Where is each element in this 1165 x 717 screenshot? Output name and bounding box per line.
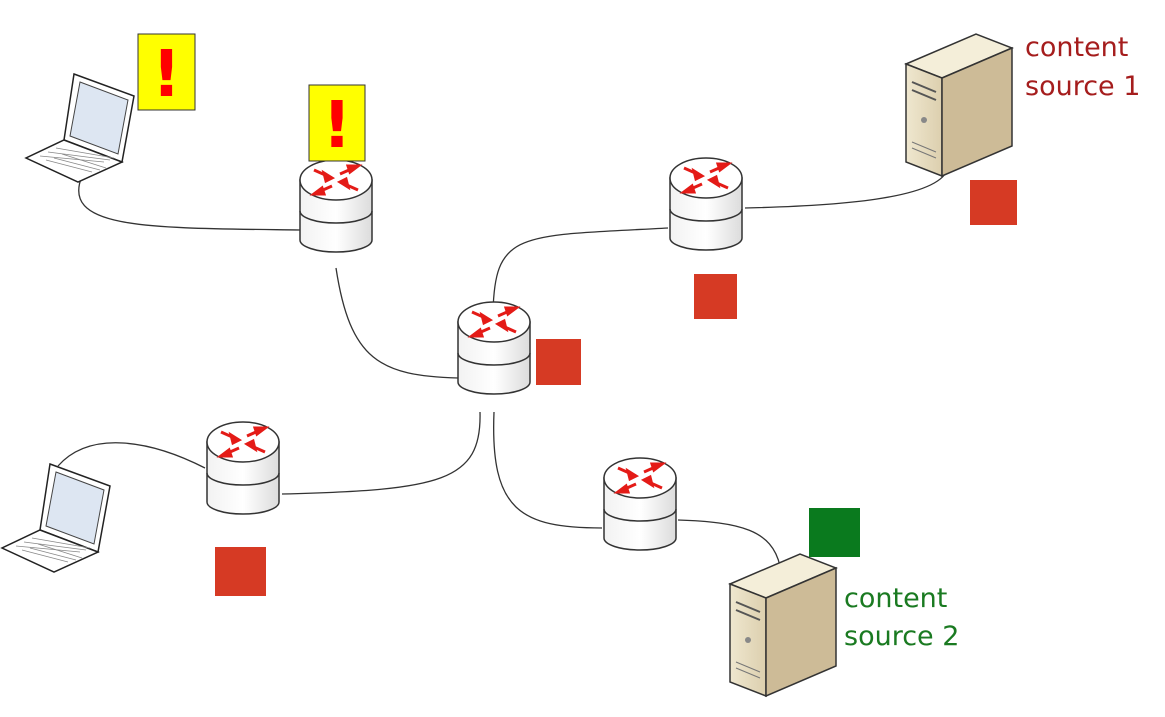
source2-label-line1: content [844, 583, 947, 614]
laptop-top-left [25, 73, 135, 183]
link-center-router5 [493, 411, 603, 529]
alert-mark-icon: ! [152, 38, 181, 112]
green-square-source2 [809, 508, 860, 557]
router-left [205, 420, 281, 516]
link-router1-center [335, 267, 459, 379]
red-square-source1 [970, 180, 1017, 225]
router-top-left [298, 158, 374, 254]
source1-label-line1: content [1025, 32, 1128, 63]
laptop-bottom-left [1, 463, 111, 573]
alert-router-top-left: ! [308, 84, 366, 163]
alert-laptop-top-left: ! [137, 33, 196, 112]
source1-label-line2: source 1 [1025, 71, 1140, 102]
router-top-right [668, 156, 744, 252]
red-square-router-top-right [694, 274, 737, 319]
link-router2-server1 [744, 167, 949, 209]
links [57, 167, 949, 567]
content-source-1-server [905, 33, 1013, 177]
link-router4-center [281, 411, 481, 495]
link-laptop1-router1 [78, 175, 301, 231]
router-bottom-center [602, 456, 678, 552]
red-square-router-center [536, 339, 581, 385]
source2-label-line2: source 2 [844, 621, 959, 652]
link-router5-server2 [677, 519, 781, 567]
link-laptop2-router4 [57, 442, 206, 469]
router-center [456, 300, 532, 396]
link-center-router2 [492, 227, 669, 313]
content-source-2-server [729, 553, 837, 697]
alert-mark-icon: ! [322, 89, 351, 163]
red-square-router-left [215, 547, 266, 596]
